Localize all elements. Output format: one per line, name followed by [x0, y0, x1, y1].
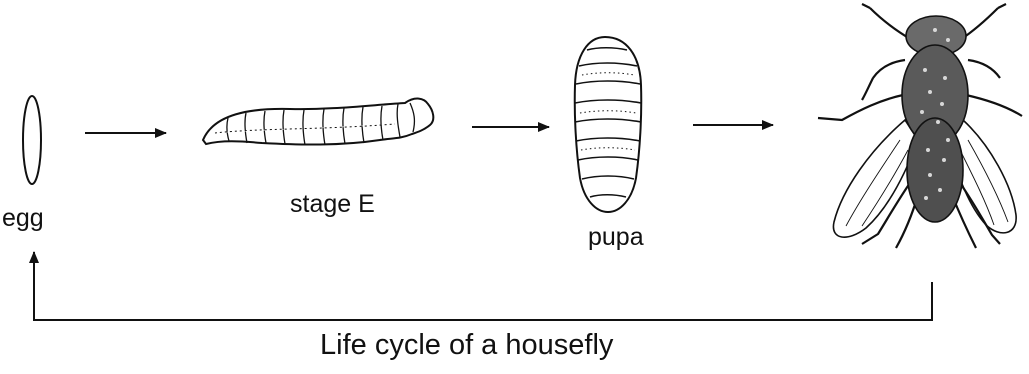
return-arrow-adult-to-egg — [34, 252, 932, 320]
egg-label: egg — [2, 206, 44, 231]
pupa-label: pupa — [588, 225, 644, 250]
pupa-illustration — [575, 37, 642, 212]
housefly-illustration — [818, 4, 1022, 248]
larva-illustration — [203, 99, 433, 145]
egg-illustration — [23, 96, 41, 184]
stage-e-label: stage E — [290, 192, 375, 217]
diagram-caption: Life cycle of a housefly — [320, 331, 613, 360]
